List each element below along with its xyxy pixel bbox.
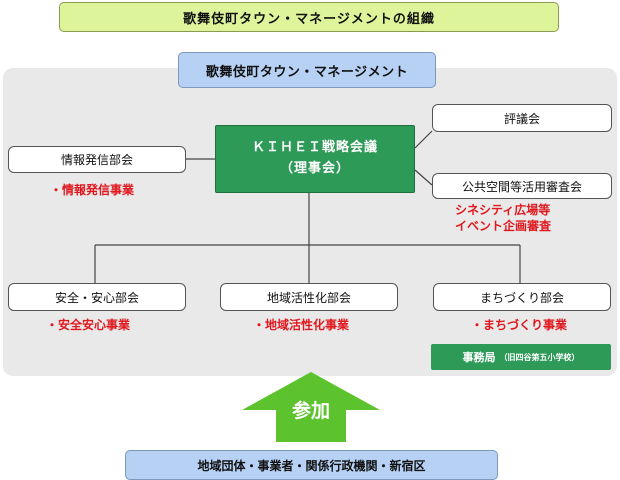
kihei-council-box: ＫＩＨＥＩ戦略会議 （理事会） [215, 125, 415, 193]
participants-box: 地域団体・事業者・関係行政機関・新宿区 [125, 450, 498, 480]
jimukyoku-label: 事務局 [462, 351, 496, 364]
jouhou-label: 情報発信部会 [60, 153, 133, 167]
line-kihei-koukyou [414, 169, 433, 186]
anzen-box: 安全・安心部会 [8, 283, 186, 311]
koukyou-note-2: イベント企画審査 [455, 219, 552, 233]
koukyou-label: 公共空間等活用審査会 [461, 179, 582, 194]
line-kihei-hyogikai [414, 130, 433, 149]
machi-box: まちづくり部会 [433, 283, 611, 311]
diagram-title: 歌舞伎町タウン・マネージメントの組織 [59, 2, 559, 32]
chiiki-activity: ・地域活性化事業 [253, 318, 350, 332]
anzen-label: 安全・安心部会 [54, 290, 139, 305]
organization-name: 歌舞伎町タウン・マネージメント [178, 52, 436, 88]
kihei-council-sub: （理事会） [279, 161, 350, 176]
hyogikai-label: 評議会 [503, 111, 540, 126]
kihei-council-name: ＫＩＨＥＩ戦略会議 [251, 140, 378, 156]
koukyou-box: 公共空間等活用審査会 [432, 173, 612, 199]
jimukyoku-sub: （旧四谷第五小学校） [499, 352, 580, 362]
up-arrow-icon [242, 372, 380, 442]
anzen-activity: ・安全安心事業 [46, 318, 131, 332]
chiiki-box: 地域活性化部会 [220, 283, 398, 311]
chiiki-label: 地域活性化部会 [266, 290, 351, 305]
hyogikai-box: 評議会 [432, 104, 612, 132]
koukyou-note-1: シネシティ広場等 [455, 203, 551, 217]
jouhou-box: 情報発信部会 [8, 146, 186, 173]
machi-label: まちづくり部会 [479, 290, 564, 305]
machi-activity: ・まちづくり事業 [471, 318, 568, 332]
jimukyoku-box: 事務局 （旧四谷第五小学校） [431, 344, 611, 370]
koukyou-note: シネシティ広場等 イベント企画審査 [455, 202, 605, 234]
participation-label: 参加 [291, 399, 330, 422]
jouhou-activity: ・情報発信事業 [50, 183, 135, 197]
